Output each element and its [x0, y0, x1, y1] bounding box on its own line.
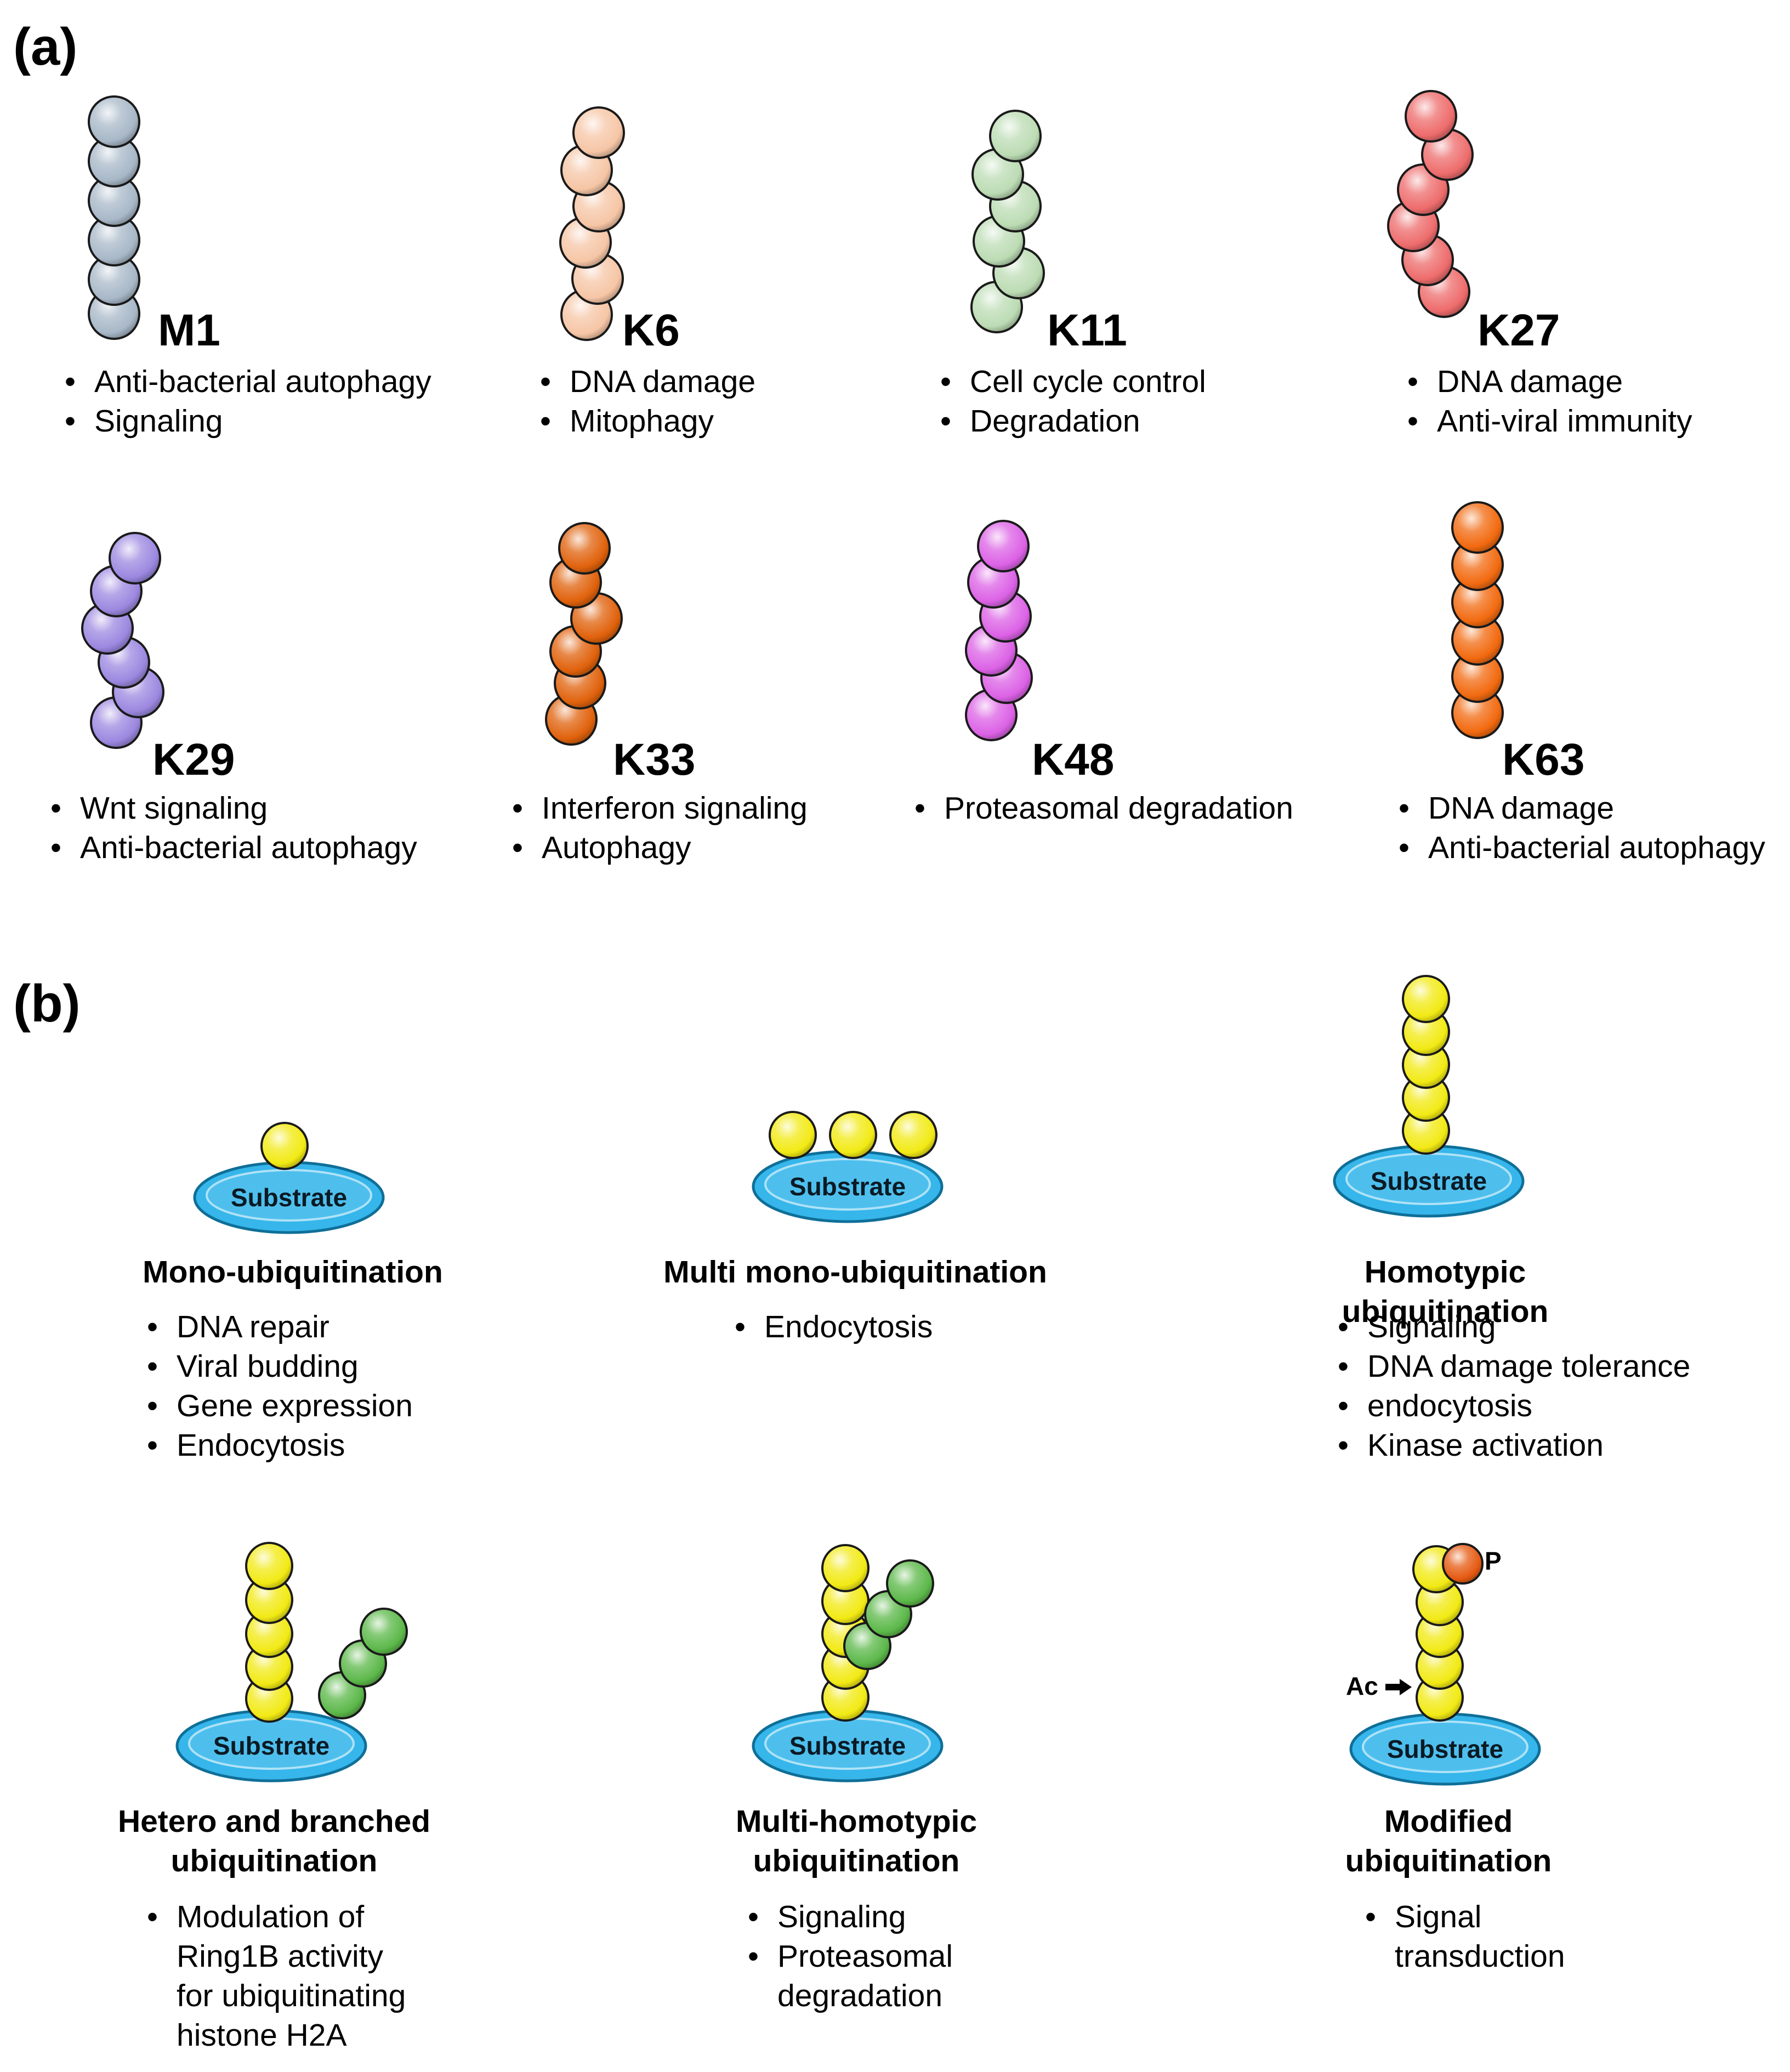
- type-functions-mono: DNA repair Viral budding Gene expression…: [147, 1307, 413, 1465]
- chain-name-k11: K11: [1047, 305, 1127, 355]
- chain-functions-k27: DNA damage Anti-viral immunity: [1407, 362, 1692, 441]
- branch-ubiquitin-ball: [360, 1608, 408, 1656]
- list-item: Wnt signaling: [50, 788, 417, 828]
- list-item: endocytosis: [1338, 1386, 1690, 1426]
- list-item: Anti-viral immunity: [1407, 401, 1692, 441]
- list-item: Signaling: [1338, 1307, 1690, 1347]
- list-item: Proteasomal degradation: [914, 788, 1293, 828]
- list-item: Signaling: [65, 401, 431, 441]
- chain-ball-k63: [1451, 501, 1504, 554]
- ubiquitin-ball: [245, 1542, 293, 1590]
- chain-name-k33: K33: [613, 735, 696, 785]
- chain-ball-k33: [558, 522, 611, 575]
- chain-ball-m1: [88, 95, 140, 148]
- chain-ball-k6: [572, 106, 625, 159]
- substrate-label: Substrate: [213, 1732, 329, 1760]
- chain-functions-m1: Anti-bacterial autophagy Signaling: [65, 362, 431, 441]
- phospho-label: P: [1485, 1547, 1502, 1575]
- chain-name-k27: K27: [1478, 305, 1560, 355]
- list-item: Kinase activation: [1338, 1426, 1690, 1465]
- chain-ball-k29: [109, 532, 161, 584]
- chain-name-k63: K63: [1502, 735, 1585, 785]
- type-title-modified: Modified ubiquitination: [1345, 1804, 1552, 1878]
- list-item: Autophagy: [512, 828, 808, 867]
- list-item: DNA damage: [1399, 788, 1765, 828]
- substrate-label: Substrate: [1387, 1735, 1503, 1763]
- type-functions-modified: Signal transduction: [1365, 1897, 1565, 1976]
- substrate-label: Substrate: [231, 1183, 347, 1212]
- ubiquitin-ball: [260, 1122, 309, 1170]
- substrate-highlight: [1362, 1721, 1528, 1773]
- panel-a-label: (a): [13, 18, 78, 76]
- chain-functions-k33: Interferon signaling Autophagy: [512, 788, 808, 867]
- list-item: Endocytosis: [147, 1426, 413, 1465]
- list-item: Anti-bacterial autophagy: [65, 362, 431, 401]
- chain-name-k6: K6: [622, 305, 680, 355]
- type-functions-multi-homotypic: Signaling Proteasomal degradation: [748, 1897, 953, 2016]
- substrate-label: Substrate: [789, 1732, 906, 1760]
- chain-name-k29: K29: [152, 735, 235, 785]
- chain-name-k48: K48: [1032, 735, 1115, 785]
- ubiquitin-ball: [889, 1111, 937, 1159]
- list-item: DNA repair: [147, 1307, 413, 1347]
- type-title-hetero-branched: Hetero and branched ubiquitination: [117, 1804, 431, 1878]
- list-item: DNA damage: [540, 362, 755, 401]
- list-item: Signal transduction: [1365, 1897, 1565, 1976]
- chain-ball-k27: [1405, 90, 1457, 143]
- ubiquitin-ball: [1402, 975, 1450, 1023]
- panel-b-label: (b): [13, 974, 81, 1033]
- substrate-label: Substrate: [1371, 1167, 1487, 1195]
- type-title-multi-homotypic: Multi-homotypic ubiquitination: [735, 1804, 978, 1878]
- branch-ubiquitin-ball: [886, 1559, 934, 1608]
- list-item: DNA damage tolerance: [1338, 1347, 1690, 1386]
- list-item: Anti-bacterial autophagy: [50, 828, 417, 867]
- type-functions-hetero-branched: Modulation of Ring1B activity for ubiqui…: [147, 1897, 406, 2055]
- list-item: Viral budding: [147, 1347, 413, 1386]
- chain-functions-k63: DNA damage Anti-bacterial autophagy: [1399, 788, 1765, 867]
- list-item: Anti-bacterial autophagy: [1399, 828, 1765, 867]
- type-functions-homotypic: Signaling DNA damage tolerance endocytos…: [1338, 1307, 1690, 1465]
- acetyl-label: Ac: [1346, 1672, 1378, 1700]
- substrate-highlight: [206, 1169, 372, 1222]
- chain-functions-k11: Cell cycle control Degradation: [940, 362, 1206, 441]
- ubiquitin-ball: [829, 1111, 877, 1159]
- substrate-label: Substrate: [789, 1172, 906, 1201]
- chain-functions-k6: DNA damage Mitophagy: [540, 362, 755, 441]
- chain-functions-k48: Proteasomal degradation: [914, 788, 1293, 828]
- list-item: Gene expression: [147, 1386, 413, 1426]
- list-item: Interferon signaling: [512, 788, 808, 828]
- chain-functions-k29: Wnt signaling Anti-bacterial autophagy: [50, 788, 417, 867]
- list-item: Modulation of Ring1B activity for ubiqui…: [147, 1897, 406, 2055]
- list-item: Degradation: [940, 401, 1206, 441]
- chain-name-m1: M1: [158, 305, 220, 355]
- list-item: Proteasomal degradation: [748, 1937, 953, 2016]
- type-functions-multi-mono: Endocytosis: [735, 1307, 933, 1347]
- phospho-ball: [1442, 1543, 1484, 1585]
- list-item: Signaling: [748, 1897, 953, 1937]
- list-item: Mitophagy: [540, 401, 755, 441]
- chain-ball-k11: [989, 110, 1042, 162]
- acetyl-arrow-icon: [1385, 1679, 1412, 1695]
- list-item: Endocytosis: [735, 1307, 933, 1347]
- chain-ball-k48: [977, 520, 1030, 572]
- substrate-highlight: [764, 1158, 931, 1211]
- type-title-multi-mono: Multi mono-ubiquitination: [663, 1254, 1047, 1290]
- ubiquitin-ball: [769, 1111, 817, 1159]
- list-item: DNA damage: [1407, 362, 1692, 401]
- ubiquitin-ball: [821, 1544, 870, 1592]
- list-item: Cell cycle control: [940, 362, 1206, 401]
- type-title-mono: Mono-ubiquitination: [143, 1254, 443, 1290]
